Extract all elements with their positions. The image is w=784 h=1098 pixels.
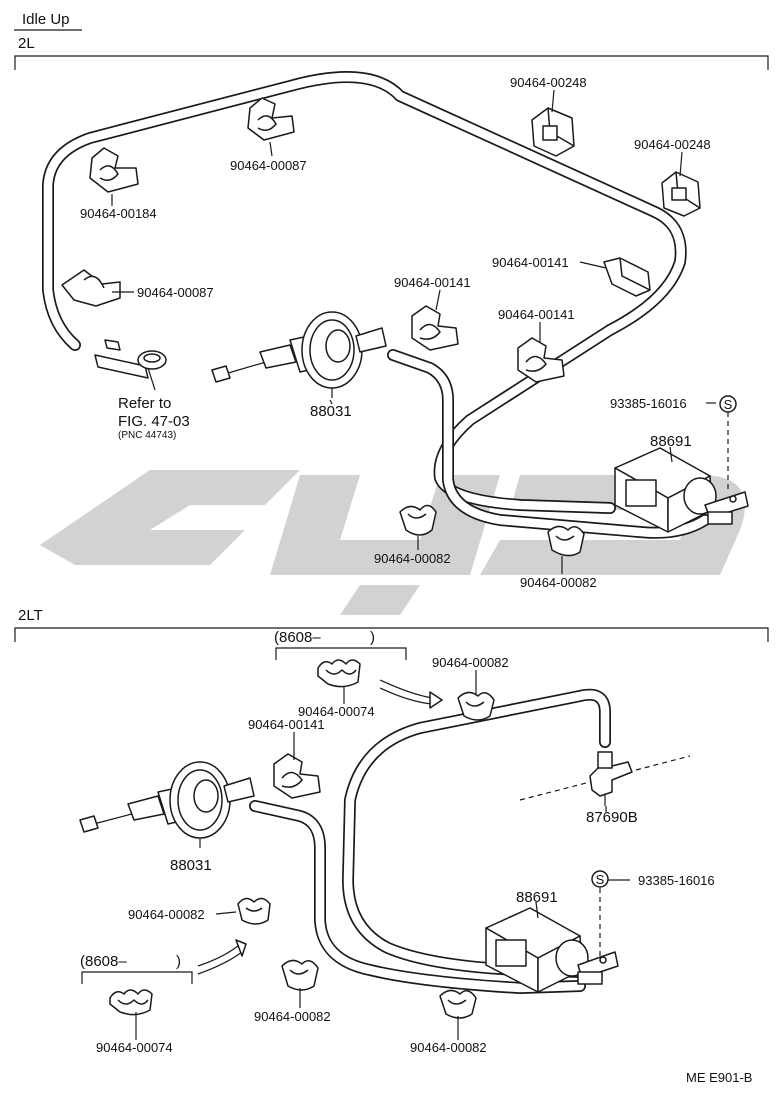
washer-symbol-2lt-icon [591,870,609,888]
label-2lt-date-bottom: (8608– [80,953,127,970]
label-2lt-date-top: (8608– [274,629,321,646]
pipe-connector [94,339,167,391]
actuator-88031-icon [211,311,387,398]
clip-00082-left-2lt-icon [237,897,271,925]
label-2l-clip-00082-left: 90464-00082 [374,551,451,566]
clip-00074-top-icon [317,659,361,688]
label-2l-clip-00141-mid: 90464-00141 [394,275,471,290]
date-bracket-bottom [81,971,193,984]
label-2l-clip-00248-b: 90464-00248 [634,137,711,152]
clip-00082-right-icon [547,525,585,557]
label-2lt-actuator: 88031 [170,857,212,874]
figure-code: ME E901-B [686,1070,752,1085]
label-2l-clip-00087-left: 90464-00087 [137,285,214,300]
date-bracket-top [275,647,407,660]
clip-00141-right-icon [603,257,651,297]
label-2l-clip-00248-a: 90464-00248 [510,75,587,90]
label-2lt-vsv: 88691 [516,889,558,906]
label-2lt-tee: 87690B [586,809,638,826]
clip-00184-icon [89,147,139,193]
label-2lt-clip-00074-top: 90464-00074 [298,704,375,719]
section-2lt-bracket [14,627,769,642]
washer-symbol-2l-icon [719,395,737,413]
clip-00087-left-icon [61,269,121,307]
section-2l-bracket [14,55,769,70]
clip-00248-a-icon [531,107,575,157]
label-2l-vsv: 88691 [650,433,692,450]
label-2lt-clip-00082-bottom: 90464-00082 [410,1040,487,1055]
label-2l-refer-line1: Refer to [118,395,171,412]
clip-00141-2lt-icon [273,753,321,799]
vsv-88691-icon [614,447,749,533]
label-2l-clip-00087-top: 90464-00087 [230,158,307,173]
actuator-88031-2lt-icon [79,761,255,848]
washer-symbol-2lt-text: S [596,872,605,887]
label-2l-clip-00141-right: 90464-00141 [492,255,569,270]
label-2l-actuator: 88031 [310,403,352,420]
label-2lt-date-bottom-close: ) [176,953,181,970]
clip-00248-b-icon [661,171,701,217]
clip-00087-top-icon [247,97,295,141]
clip-00082-top-icon [457,691,495,721]
section-2l-leaders [111,89,729,574]
label-2lt-clip-00082-left: 90464-00082 [128,907,205,922]
washer-symbol-2l-text: S [724,397,733,412]
section-2l-title: 2L [18,35,35,52]
vsv-88691-2lt-icon [485,907,619,993]
clip-00074-bottom-icon [109,989,153,1016]
clip-00082-bottom-icon [439,989,477,1019]
label-2lt-clip-00074-bottom: 90464-00074 [96,1040,173,1055]
arrow-top-icon [379,679,443,709]
label-2l-clip-00082-right: 90464-00082 [520,575,597,590]
label-2l-refer-line2: FIG. 47-03 [118,413,190,430]
label-2l-washer: 93385-16016 [610,396,687,411]
tee-87690b-icon [519,751,691,806]
section-2lt-hose [249,688,611,994]
label-2lt-date-top-close: ) [370,629,375,646]
section-2lt-leaders [135,670,630,1040]
label-2l-refer-line3: (PNC 44743) [118,430,176,441]
page-title: Idle Up [22,11,70,28]
clip-00082-mid-icon [281,959,319,991]
label-2lt-clip-00082-mid: 90464-00082 [254,1009,331,1024]
label-2lt-washer: 93385-16016 [638,873,715,888]
label-2lt-clip-00082-top: 90464-00082 [432,655,509,670]
label-2l-clip-00141-low: 90464-00141 [498,307,575,322]
clip-00141-mid-icon [411,305,459,351]
clip-00141-low-icon [517,337,565,383]
clip-00082-left-icon [399,504,437,536]
section-2l-hose [42,71,711,539]
label-2l-clip-00184: 90464-00184 [80,206,157,221]
section-2lt-title: 2LT [18,607,43,624]
label-2lt-clip-00141: 90464-00141 [248,717,325,732]
arrow-bottom-icon [197,939,247,975]
